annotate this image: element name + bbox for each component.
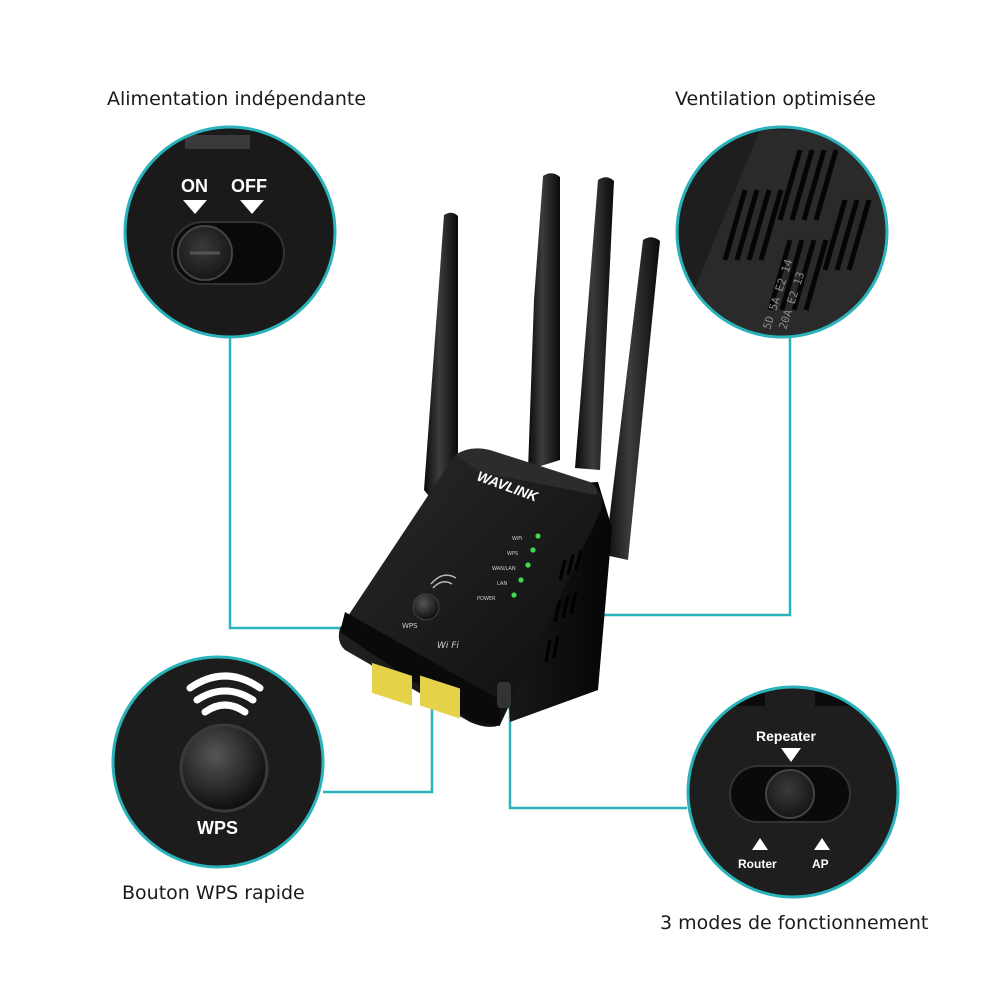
led-label-power: POWER [477, 596, 496, 602]
mode-switch-knob [765, 769, 815, 819]
zoom-circle-mode-switch: Repeater Router AP [686, 685, 900, 899]
device-mode-switch [497, 682, 511, 708]
led-label-wps: WPS [507, 551, 518, 557]
zoom-circle-power-switch: ON OFF [123, 125, 337, 339]
caption-quick-wps-button: Bouton WPS rapide [122, 882, 305, 904]
antennas [424, 173, 660, 560]
power-switch-off-label: OFF [231, 176, 267, 196]
caption-independent-power: Alimentation indépendante [107, 88, 367, 110]
status-leds [511, 533, 541, 598]
led-label-wifi: WiFi [512, 536, 522, 542]
caption-optimized-ventilation: Ventilation optimisée [675, 88, 876, 110]
caption-three-operating-modes: 3 modes de fonctionnement [660, 912, 929, 934]
wifi-certified-badge: Wi Fi [437, 641, 459, 651]
wps-wifi-waves-icon [186, 672, 264, 716]
power-switch-on-label: ON [181, 176, 208, 196]
mode-switch-repeater-label: Repeater [756, 728, 816, 744]
wps-zoom-label: WPS [197, 818, 238, 838]
vent-grille [722, 149, 872, 311]
device-wps-label: WPS [402, 622, 418, 630]
side-vents [544, 549, 583, 663]
wps-zoom-button [179, 723, 269, 813]
ethernet-ports [372, 662, 460, 719]
device-wifi-waves-icon [430, 574, 457, 589]
mode-switch-router-label: Router [738, 857, 777, 871]
led-label-lan: LAN [497, 581, 507, 587]
zoom-circle-ventilation: 5D 5A E2 14 20A E2 13 [675, 125, 889, 339]
device-wps-button[interactable] [412, 593, 440, 621]
zoom-circle-wps-button: WPS [111, 655, 325, 869]
mode-switch-ap-label: AP [812, 857, 829, 871]
led-label-wanlan: WAN/LAN [492, 566, 516, 572]
wifi-repeater-device: WAVLINK WiFi WPS WAN/LAN LAN POWER WPS W… [338, 173, 660, 727]
